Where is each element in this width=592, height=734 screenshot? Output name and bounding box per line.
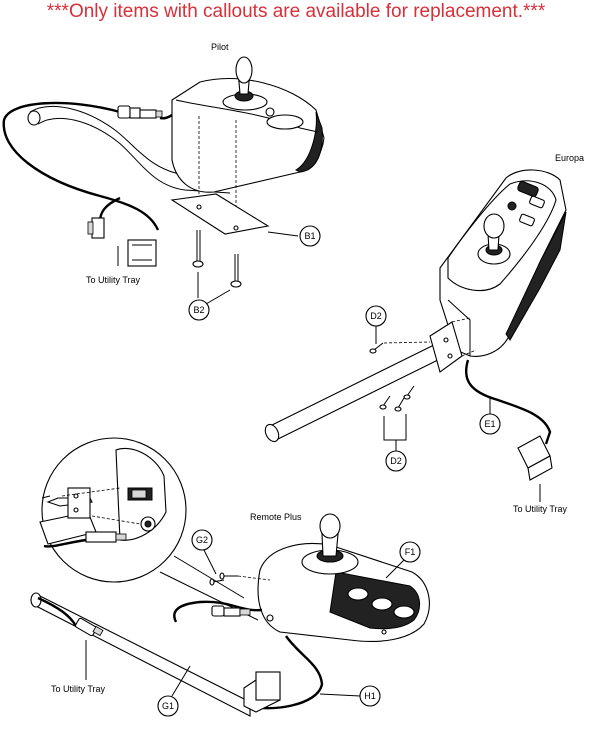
- callout-h1: [359, 685, 381, 707]
- remote-plus-utility-tray-label: To Utility Tray: [51, 684, 106, 694]
- pilot-cable-connector: [117, 105, 163, 119]
- svg-text:B1: B1: [304, 231, 315, 241]
- remote-plus-cable-connector: [211, 605, 251, 617]
- europa-assembly: Europa: [264, 153, 584, 514]
- remote-plus-controller: [257, 513, 430, 642]
- europa-title: Europa: [555, 153, 584, 163]
- svg-text:G2: G2: [196, 535, 208, 545]
- europa-cable: [464, 359, 552, 445]
- callout-g1: [157, 695, 179, 717]
- pilot-controller: [171, 56, 325, 193]
- svg-text:E1: E1: [484, 419, 495, 429]
- svg-text:F1: F1: [405, 547, 416, 557]
- pilot-title: Pilot: [211, 42, 229, 52]
- europa-utility-tray-label: To Utility Tray: [513, 504, 568, 514]
- callout-b1: [299, 225, 321, 247]
- remote-plus-tray-plug: [75, 617, 104, 637]
- remote-plus-title: Remote Plus: [250, 512, 302, 522]
- remote-plus-screws: [209, 572, 271, 586]
- callout-e1: [479, 413, 501, 435]
- callout-b2: [188, 299, 210, 321]
- pilot-mounting-screws: [192, 230, 242, 288]
- pilot-tray-plug: [87, 217, 157, 267]
- europa-mounting-tube: [264, 341, 447, 443]
- callout-d2-bottom: [385, 450, 407, 472]
- europa-controller: [439, 169, 567, 357]
- callout-g2: [191, 529, 213, 551]
- pilot-cable: [2, 101, 160, 231]
- svg-text:D2: D2: [370, 311, 382, 321]
- detail-inset: [39, 437, 187, 583]
- pilot-mounting-plate: [170, 193, 270, 235]
- svg-text:B2: B2: [193, 305, 204, 315]
- pilot-assembly: To Utility Tray Pilot: [2, 42, 325, 321]
- remote-plus-assembly: Remote Plus F1 G2: [30, 437, 430, 717]
- replacement-notice: ***Only items with callouts are availabl…: [46, 1, 546, 22]
- svg-text:D2: D2: [390, 456, 402, 466]
- europa-screws: [369, 341, 431, 412]
- europa-tray-plug: [517, 435, 553, 481]
- pilot-utility-tray-label: To Utility Tray: [86, 275, 141, 285]
- svg-text:H1: H1: [364, 691, 376, 701]
- svg-text:G1: G1: [162, 701, 174, 711]
- callout-f1: [399, 541, 421, 563]
